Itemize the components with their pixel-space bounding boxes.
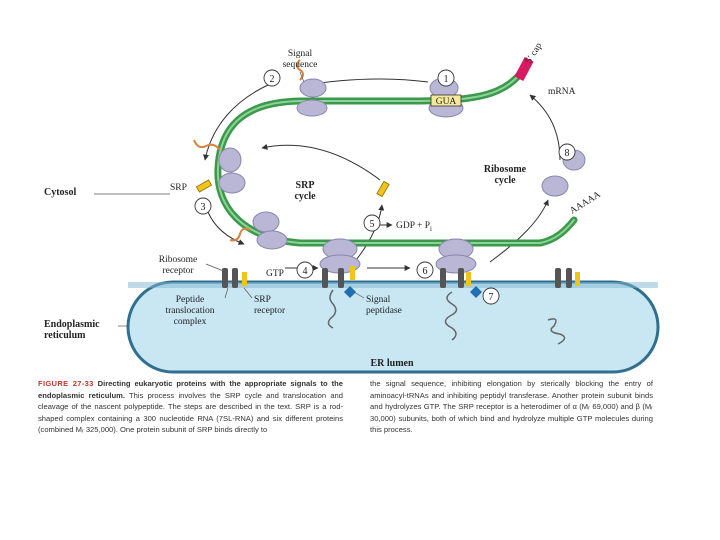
figure-title: Directing eukaryotic proteins with the a… [38, 379, 343, 400]
gdp-pi-text: GDP + P [396, 221, 430, 231]
step-3: 3 [201, 202, 206, 213]
label-gdp-pi: GDP + Pi [396, 221, 432, 233]
pi-subscript: i [430, 225, 432, 233]
step-marker [296, 261, 314, 279]
step-numbers: 1 2 3 4 5 6 7 8 [201, 74, 570, 303]
step-marker [263, 69, 281, 87]
codon-label: GUA [436, 97, 457, 107]
caption-left-text: This process involves the SRP cycle and … [38, 390, 343, 435]
step-7: 7 [489, 292, 494, 303]
figure-label: FIGURE 27-33 [38, 379, 94, 388]
label-srp: SRP [170, 183, 187, 193]
step-marker [416, 261, 434, 279]
label-gtp: GTP [266, 269, 284, 279]
step-marker [437, 69, 455, 87]
leader-lines [94, 71, 365, 327]
label-5-cap: 5′ cap [524, 41, 544, 65]
step-8: 8 [565, 148, 570, 159]
step-marker [363, 214, 381, 232]
caption-right: the signal sequence, inhibiting elongati… [370, 379, 653, 435]
step-1: 1 [444, 74, 449, 85]
step-6: 6 [423, 266, 428, 277]
label-cytosol: Cytosol [44, 187, 76, 198]
step-marker [194, 197, 212, 215]
mrna-strand-highlight [216, 67, 575, 244]
signal-peptidase-icons [344, 286, 482, 298]
step-markers [194, 69, 576, 305]
srp-particles [195, 179, 390, 198]
membrane-receptors [222, 266, 580, 288]
lumen-polypeptides [327, 289, 566, 345]
step-4: 4 [303, 266, 308, 277]
label-mrna: mRNA [548, 87, 576, 97]
mrna-5-cap [514, 56, 534, 82]
step-5: 5 [370, 219, 375, 230]
step-marker [482, 287, 500, 305]
nascent-peptides [193, 59, 304, 242]
codon-box [430, 94, 462, 107]
step-marker [558, 143, 576, 161]
endoplasmic-reticulum [126, 280, 660, 374]
step-2: 2 [270, 74, 275, 85]
caption-left: FIGURE 27-33 Directing eukaryotic protei… [38, 378, 343, 436]
srp-cycle-diagram: GUA 1 [44, 41, 660, 374]
label-polya: AAAAA [568, 190, 603, 217]
label-er-lumen: ER lumen [370, 358, 414, 369]
